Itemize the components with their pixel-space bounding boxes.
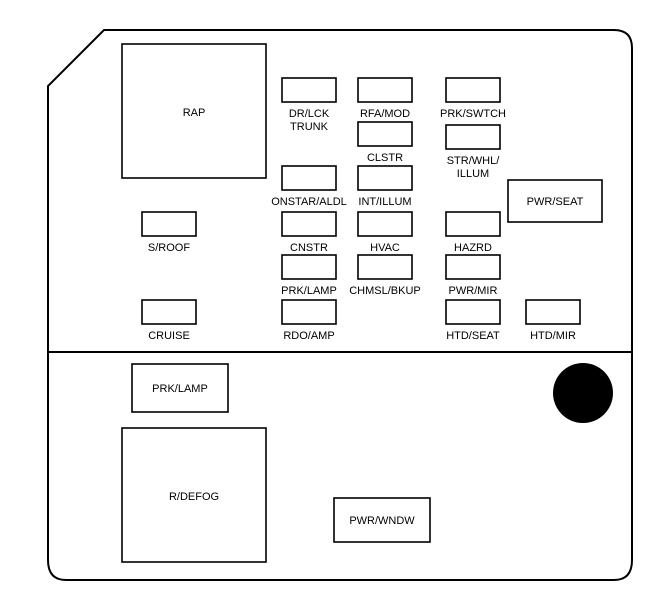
fuse-rfa-mod-label: RFA/MOD <box>360 108 410 120</box>
fuse-pwr-mir-label: PWR/MIR <box>449 285 498 297</box>
fuse-cruise-label: CRUISE <box>148 330 190 342</box>
relay-pwr-wndw: PWR/WNDW <box>333 497 431 543</box>
fuse-htd-seat-label: HTD/SEAT <box>446 330 500 342</box>
fuse-s-roof-label: S/ROOF <box>148 242 190 254</box>
fuse-chmsl-bkup-label: CHMSL/BKUP <box>349 285 421 297</box>
fuse-str-whl-label-line2: ILLUM <box>457 168 489 180</box>
fuse-rdo-amp-label: RDO/AMP <box>283 330 334 342</box>
relay-rap: RAP <box>121 43 267 179</box>
fuse-pwr-mir: PWR/MIR <box>445 254 501 297</box>
fuse-hazrd-label: HAZRD <box>454 242 492 254</box>
fuse-htd-mir: HTD/MIR <box>525 299 581 342</box>
fuse-cruise: CRUISE <box>141 299 197 342</box>
fuse-prk-swtch: PRK/SWTCH <box>440 77 506 120</box>
fuse-dr-lck-label-line2: TRUNK <box>290 121 329 133</box>
fuse-htd-mir-label: HTD/MIR <box>530 330 576 342</box>
relay-prk-lamp-lower: PRK/LAMP <box>131 363 229 413</box>
relay-r-defog: R/DEFOG <box>121 427 267 563</box>
fuse-int-illum-label: INT/ILLUM <box>358 196 411 208</box>
relay-rap-label: RAP <box>183 107 206 119</box>
fuse-rfa-mod: RFA/MOD <box>357 77 413 120</box>
fuse-str-whl-illum: STR/WHL/ ILLUM <box>445 124 501 180</box>
fuse-prk-lamp: PRK/LAMP <box>281 254 337 297</box>
relay-pwr-seat: PWR/SEAT <box>507 179 603 223</box>
fuse-block-outline <box>47 29 633 581</box>
fuse-rdo-amp: RDO/AMP <box>281 299 337 342</box>
fuse-clstr-label: CLSTR <box>367 152 403 164</box>
mounting-hole <box>553 363 613 423</box>
fuse-dr-lck-label-line1: DR/LCK <box>289 108 330 120</box>
fuse-hvac: HVAC <box>357 211 413 254</box>
fuse-cnstr-label: CNSTR <box>290 242 328 254</box>
fuse-clstr: CLSTR <box>357 121 413 164</box>
fuse-hazrd: HAZRD <box>445 211 501 254</box>
relay-pwr-wndw-label: PWR/WNDW <box>349 515 415 527</box>
fuse-dr-lck-trunk: DR/LCK TRUNK <box>281 77 337 133</box>
fuse-chmsl-bkup: CHMSL/BKUP <box>349 254 421 297</box>
fuse-hvac-label: HVAC <box>370 242 400 254</box>
fuse-prk-lamp-label: PRK/LAMP <box>281 285 337 297</box>
relay-r-defog-label: R/DEFOG <box>169 491 219 503</box>
fuse-str-whl-label-line1: STR/WHL/ <box>447 155 501 167</box>
relay-prk-lamp-lower-label: PRK/LAMP <box>152 383 208 395</box>
fuse-htd-seat: HTD/SEAT <box>445 299 501 342</box>
fuse-int-illum: INT/ILLUM <box>357 165 413 208</box>
fuse-cnstr: CNSTR <box>281 211 337 254</box>
relay-pwr-seat-label: PWR/SEAT <box>527 196 584 208</box>
fuse-onstar-aldl-label: ONSTAR/ALDL <box>271 196 347 208</box>
fuse-onstar-aldl: ONSTAR/ALDL <box>271 165 347 208</box>
fuse-prk-swtch-label: PRK/SWTCH <box>440 108 506 120</box>
fuse-s-roof: S/ROOF <box>141 211 197 254</box>
